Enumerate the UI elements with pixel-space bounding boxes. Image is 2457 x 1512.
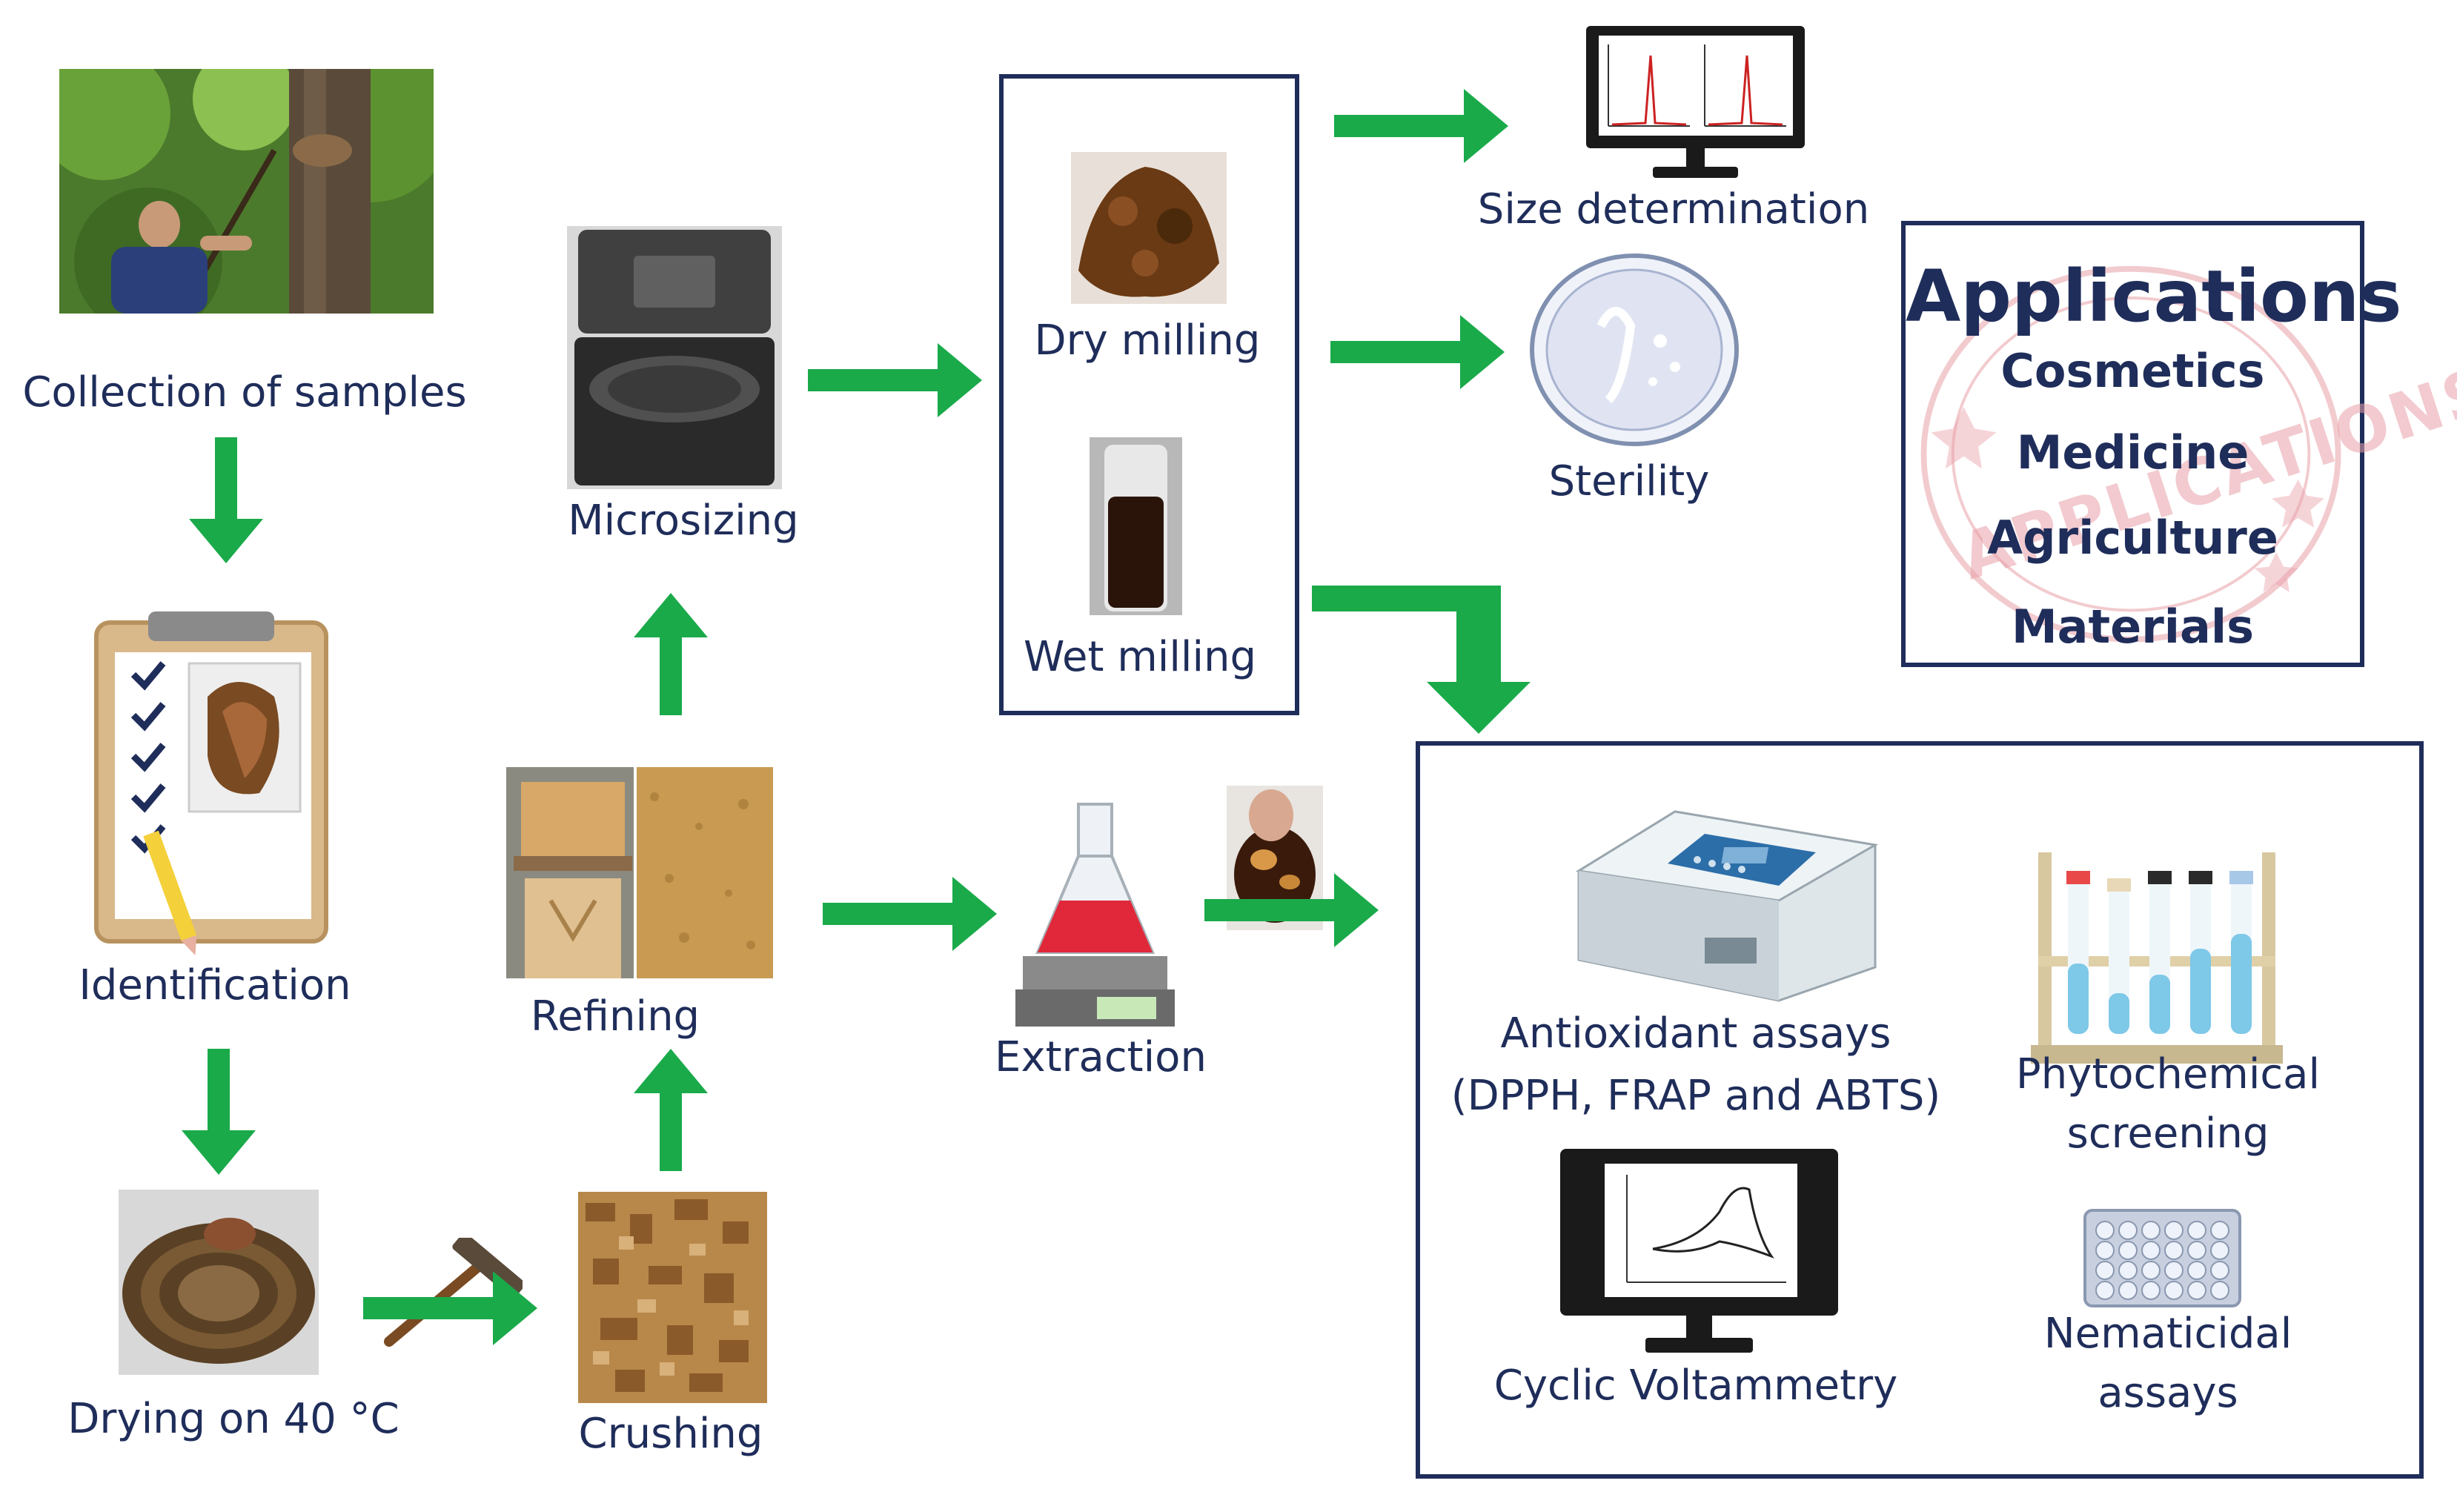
size-determination-monitor-icon bbox=[1582, 22, 1808, 182]
label-nematicidal-assays: Nematicidal assays bbox=[2044, 1308, 2292, 1419]
label-microsizing: Microsizing bbox=[568, 497, 799, 545]
label-phytochemical-line2: screening bbox=[2066, 1110, 2269, 1158]
identification-clipboard-image bbox=[89, 608, 334, 964]
milling-box bbox=[999, 74, 1299, 715]
spectrophotometer-icon bbox=[1571, 789, 1883, 1004]
arrow-identification-to-drying bbox=[182, 1049, 256, 1175]
label-antioxidant-line1: Antioxidant assays bbox=[1500, 1009, 1891, 1058]
applications-title: Applications bbox=[1906, 255, 2402, 338]
microsizing-machine-photo bbox=[567, 226, 782, 489]
arrow-milling-to-size-determination bbox=[1334, 89, 1508, 163]
arrow-drying-to-crushing bbox=[363, 1271, 537, 1345]
arrow-milling-to-sterility bbox=[1330, 315, 1505, 389]
label-phytochemical-screening: Phytochemical screening bbox=[2016, 1049, 2320, 1160]
label-nematicidal-line1: Nematicidal bbox=[2043, 1310, 2292, 1358]
application-item-medicine: Medicine bbox=[2016, 425, 2249, 480]
extraction-flask-icon bbox=[1015, 800, 1175, 1030]
label-phytochemical-line1: Phytochemical bbox=[2015, 1050, 2321, 1098]
applications-stamp bbox=[1920, 265, 2341, 643]
applications-box: APPLICATIONS Applications Cosmetics Medi… bbox=[1901, 221, 2457, 667]
arrow-refining-to-extraction bbox=[823, 877, 997, 951]
arrow-refining-to-microsizing bbox=[634, 593, 708, 715]
arrow-microsizing-to-milling bbox=[808, 343, 982, 417]
arrow-collection-to-identification bbox=[189, 437, 263, 563]
arrow-extraction-to-assays bbox=[1204, 873, 1379, 947]
sterility-petri-dish-icon bbox=[1527, 252, 1742, 448]
arrow-milling-to-assays bbox=[1312, 586, 1531, 734]
refining-photo bbox=[506, 767, 773, 978]
label-sterility: Sterility bbox=[1548, 457, 1710, 505]
wet-milling-photo bbox=[1090, 437, 1182, 615]
label-crushing: Crushing bbox=[578, 1410, 763, 1458]
arrow-crushing-to-refining bbox=[634, 1049, 708, 1171]
label-identification: Identification bbox=[79, 961, 351, 1009]
label-wet-milling: Wet milling bbox=[1023, 633, 1257, 681]
assays-box bbox=[1416, 741, 2424, 1479]
label-antioxidant-assays: Antioxidant assays (DPPH, FRAP and ABTS) bbox=[1451, 1008, 1940, 1122]
application-item-materials: Materials bbox=[2011, 600, 2255, 654]
label-drying: Drying on 40 °C bbox=[67, 1395, 399, 1443]
collection-photo bbox=[59, 69, 434, 314]
cyclic-voltammetry-monitor-icon bbox=[1556, 1145, 1842, 1360]
label-refining: Refining bbox=[530, 992, 700, 1041]
drying-photo bbox=[119, 1190, 319, 1375]
label-size-determination: Size determination bbox=[1477, 185, 1870, 233]
crushing-photo bbox=[578, 1192, 767, 1403]
label-dry-milling: Dry milling bbox=[1034, 316, 1261, 365]
label-antioxidant-line2: (DPPH, FRAP and ABTS) bbox=[1450, 1072, 1941, 1120]
application-item-agriculture: Agriculture bbox=[1987, 511, 2278, 565]
label-extraction: Extraction bbox=[995, 1033, 1207, 1081]
well-plate-icon bbox=[2083, 1208, 2242, 1308]
dry-milling-photo bbox=[1071, 152, 1227, 304]
label-collection: Collection of samples bbox=[22, 368, 467, 417]
label-nematicidal-line2: assays bbox=[2098, 1369, 2238, 1417]
label-cyclic-voltammetry: Cyclic Voltammetry bbox=[1493, 1362, 1898, 1410]
test-tube-rack-icon bbox=[2031, 852, 2283, 1064]
application-item-cosmetics: Cosmetics bbox=[2000, 344, 2265, 398]
